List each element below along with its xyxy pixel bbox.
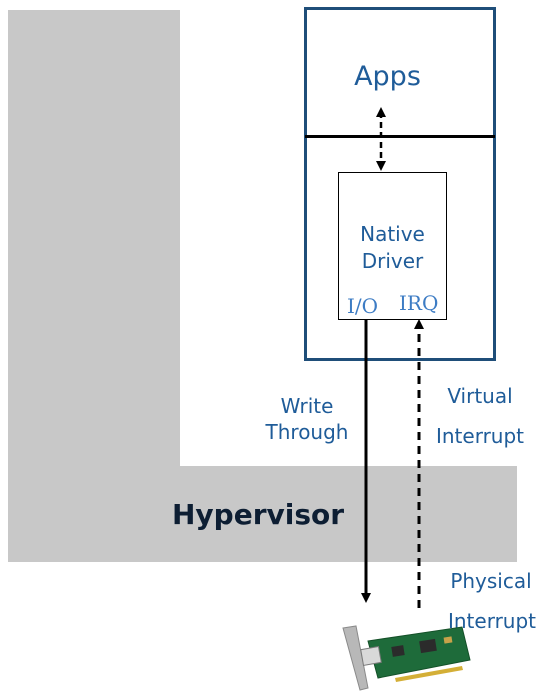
native-driver-label-line1: Native [360, 222, 425, 246]
irq-port-label: IRQ [399, 291, 439, 315]
virtual-interrupt-label-line2: Interrupt [435, 424, 525, 448]
hypervisor-label: Hypervisor [172, 498, 345, 531]
virtual-interrupt-label-line1: Virtual [447, 384, 513, 408]
write-through-label-line2: Through [265, 420, 349, 444]
apps-label: Apps [354, 61, 421, 92]
hypervisor-bar [8, 466, 517, 562]
write-through-label-line1: Write [280, 394, 334, 418]
io-port-label: I/O [347, 294, 379, 318]
physical-interrupt-label-line1: Physical [450, 569, 532, 593]
apps-divider [305, 135, 495, 138]
hypervisor-vertical-bar [8, 10, 180, 466]
native-driver-label-line2: Driver [361, 249, 424, 273]
native-driver-box [338, 172, 447, 320]
